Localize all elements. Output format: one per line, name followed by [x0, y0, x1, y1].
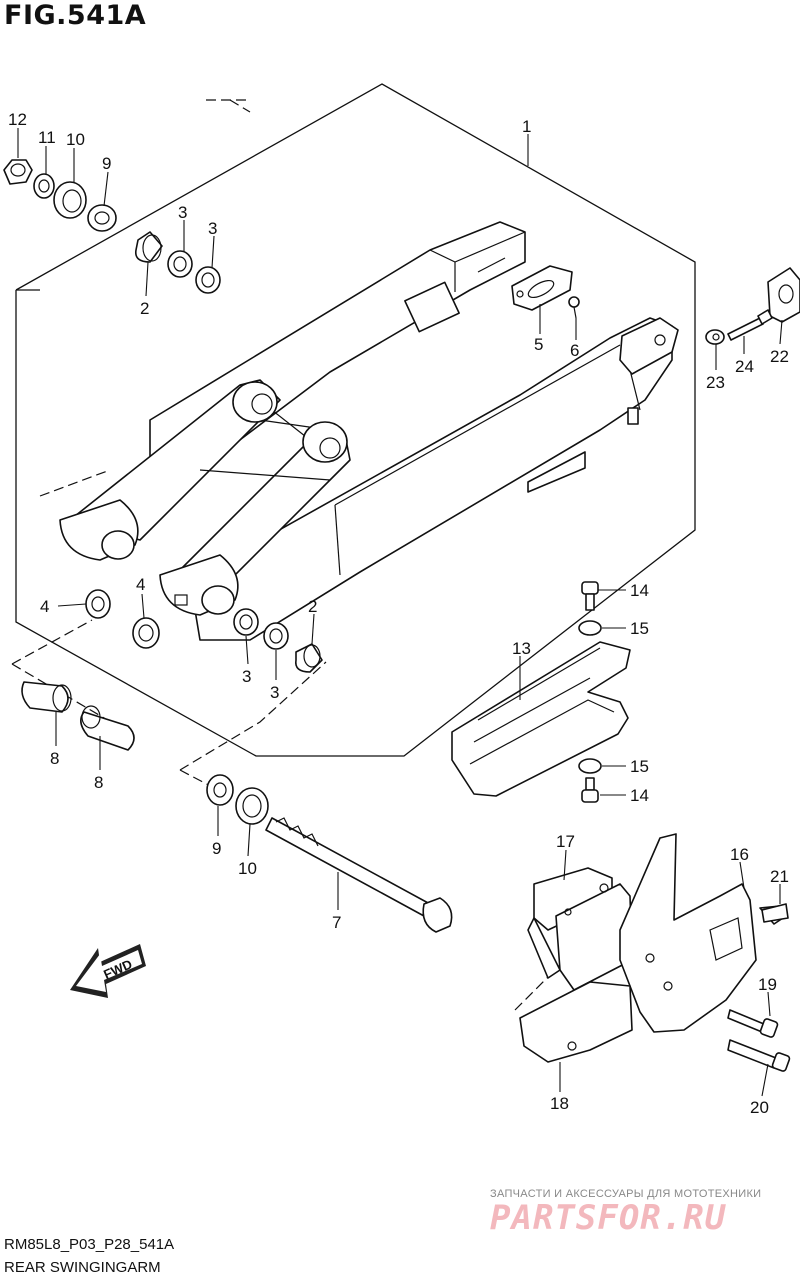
callout-5: 5: [534, 335, 543, 354]
fwd-arrow-icon: FWD: [70, 944, 146, 998]
callout-11: 11: [38, 128, 56, 147]
callout-24: 24: [735, 357, 754, 376]
callout-14-bottom: 14: [630, 786, 649, 805]
bearing-3a-lower: [233, 608, 259, 636]
callout-8-a: 8: [50, 749, 59, 768]
pivot-bolt: [265, 817, 453, 933]
callout-3a: 3: [178, 203, 187, 222]
callout-18: 18: [550, 1094, 569, 1113]
bolt-14-bottom: [581, 777, 599, 803]
callout-21: 21: [770, 867, 789, 886]
callout-10-lower: 10: [238, 859, 257, 878]
callout-10: 10: [66, 130, 85, 149]
swingarm: [59, 221, 679, 641]
callout-17: 17: [556, 832, 575, 851]
screw-6: [568, 296, 580, 319]
collar-2-lower: [294, 643, 323, 673]
callout-9: 9: [102, 154, 111, 173]
guide-block-18: [519, 981, 633, 1063]
bearing-3b-upper: [195, 266, 221, 294]
washer-9-lower: [206, 774, 234, 806]
chain-guide: [451, 641, 631, 797]
adjuster-nut: [705, 329, 725, 345]
callout-15-top: 15: [630, 619, 649, 638]
diagram-title: REAR SWINGINGARM: [4, 1259, 161, 1276]
figure-title: FIG.541A: [4, 0, 147, 31]
seal-4-b: [132, 617, 160, 649]
washer-9: [87, 204, 117, 232]
washer-11: [33, 173, 55, 199]
bolt-21: [759, 903, 789, 925]
seal-4-a: [85, 589, 111, 619]
callout-20: 20: [750, 1098, 769, 1117]
seal-10: [53, 181, 87, 219]
collar-8-a: [21, 681, 72, 713]
callout-2-upper: 2: [140, 299, 149, 318]
callout-8-b: 8: [94, 773, 103, 792]
bolt-19: [727, 1009, 779, 1038]
callout-23: 23: [706, 373, 725, 392]
diagram-code: RM85L8_P03_P28_541A: [4, 1236, 175, 1253]
adjuster-block: [767, 267, 800, 323]
callout-16: 16: [730, 845, 749, 864]
collar-8-b: [80, 705, 135, 751]
bearing-3b-lower: [263, 622, 289, 650]
leader-lines: [17, 128, 783, 1097]
callout-3-lower-b: 3: [270, 683, 279, 702]
washer-15-top: [578, 620, 602, 636]
collar-2-upper: [134, 231, 163, 263]
callout-6: 6: [570, 341, 579, 360]
callout-3b: 3: [208, 219, 217, 238]
callout-22: 22: [770, 347, 789, 366]
callout-14-top: 14: [630, 581, 649, 600]
watermark-logo: PARTSFOR.RU: [490, 1198, 727, 1238]
seal-10-lower: [235, 787, 269, 825]
nut-12: [3, 159, 33, 185]
chain-guide-plate: [511, 265, 573, 311]
callout-13: 13: [512, 639, 531, 658]
bolt-20: [727, 1039, 791, 1072]
callout-7: 7: [332, 913, 341, 932]
callout-19: 19: [758, 975, 777, 994]
callout-4-b: 4: [136, 575, 145, 594]
callout-2-lower: 2: [308, 597, 317, 616]
callout-4-a: 4: [40, 597, 49, 616]
guide-bracket-17: [527, 867, 633, 991]
adjuster-bolt: [727, 309, 773, 341]
bearing-3a-upper: [167, 250, 193, 278]
callout-15-bottom: 15: [630, 757, 649, 776]
callout-3-lower-a: 3: [242, 667, 251, 686]
callout-9-lower: 9: [212, 839, 221, 858]
bolt-14-top: [581, 581, 599, 611]
callout-labels: 12 11 10 9 3 3 2 1 5 6 22 24 23 4 4 2 3 …: [8, 110, 789, 1117]
guide-plate-16: [619, 833, 757, 1033]
washer-15-bottom: [578, 758, 602, 774]
callout-1: 1: [522, 117, 531, 136]
callout-12: 12: [8, 110, 27, 129]
watermark-tagline: ЗАПЧАСТИ И АКСЕССУАРЫ ДЛЯ МОТОТЕХНИКИ: [490, 1188, 762, 1200]
